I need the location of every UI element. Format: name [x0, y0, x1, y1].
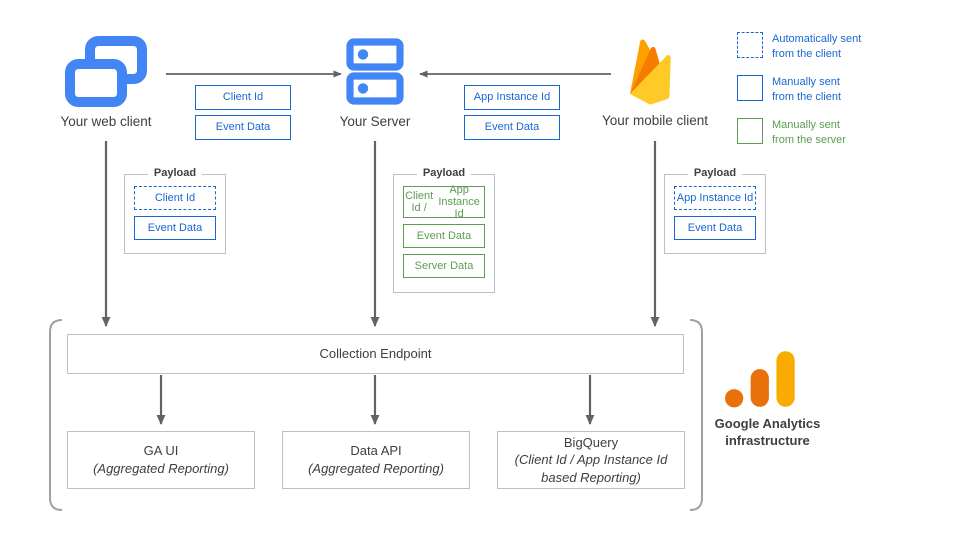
legend-label-line1: Automatically sent [772, 33, 862, 45]
output-title: Data API [350, 443, 402, 459]
output-box-bigquery: BigQuery (Client Id / App Instance Id ba… [497, 431, 685, 489]
output-box-data-api: Data API (Aggregated Reporting) [282, 431, 470, 489]
legend-label-line1: Manually sent [772, 119, 840, 132]
output-subtitle: (Aggregated Reporting) [93, 461, 229, 476]
legend-swatch-solid-blue [737, 75, 763, 102]
legend-label: Manually sent from the client [772, 75, 841, 104]
chip-client-id-app-instance-id: Client Id / App Instance Id [403, 183, 485, 221]
chip-line1: Client Id / [405, 189, 434, 214]
ga-caption-line1: Google Analytics [714, 416, 821, 431]
payload-web-client: Payload Client Id Event Data [124, 167, 226, 254]
payload-title: Payload [687, 167, 743, 179]
transfer-chips-mobile-to-server: App Instance Id Event Data [464, 85, 560, 140]
google-analytics-logo [725, 351, 795, 408]
chip-event-data: Event Data [195, 115, 291, 140]
legend-label-line2: from the client [772, 47, 842, 60]
output-title: BigQuery [563, 434, 619, 450]
chip-app-instance-id: App Instance Id [674, 186, 756, 210]
output-subtitle-line2: based Reporting) [541, 469, 641, 485]
legend-label-line2: from the server [772, 133, 846, 146]
legend: Automatically sent from the client Manua… [737, 32, 937, 147]
chip-event-data: Event Data [403, 224, 485, 248]
chip-client-id: Client Id [134, 186, 216, 210]
chip-event-data: Event Data [464, 115, 560, 140]
legend-label: Automatically sent from the client [772, 32, 861, 61]
legend-label: Manually sent from the server [772, 118, 846, 147]
chip-client-id: Client Id [195, 85, 291, 110]
payload-mobile-client: Payload App Instance Id Event Data [664, 167, 766, 254]
chip-line2: App Instance Id [438, 183, 480, 221]
output-title: GA UI [143, 443, 179, 459]
chip-server-data: Server Data [403, 254, 485, 278]
node-server-label: Your Server [339, 114, 411, 129]
firebase-flame-icon [630, 39, 671, 105]
infrastructure-bracket-left [49, 319, 63, 511]
node-web-client: Your web client [46, 36, 166, 129]
google-analytics-infrastructure: Google Analytics infrastructure [700, 348, 835, 450]
collection-endpoint-box: Collection Endpoint [67, 334, 684, 374]
output-subtitle: (Aggregated Reporting) [308, 461, 444, 476]
legend-swatch-solid-green [737, 118, 763, 145]
chip-event-data: Event Data [134, 216, 216, 240]
ga-infrastructure-caption: Google Analytics infrastructure [700, 416, 835, 450]
chip-event-data: Event Data [674, 216, 756, 240]
windows-icon [65, 36, 147, 107]
output-box-ga-ui: GA UI (Aggregated Reporting) [67, 431, 255, 489]
collection-endpoint-label: Collection Endpoint [319, 346, 432, 362]
node-mobile-client: Your mobile client [585, 33, 725, 128]
transfer-chips-web-to-server: Client Id Event Data [195, 85, 291, 140]
chip-app-instance-id: App Instance Id [464, 85, 560, 110]
legend-item-manually-sent-client: Manually sent from the client [737, 75, 937, 104]
payload-title: Payload [416, 167, 472, 179]
node-web-client-label: Your web client [60, 114, 152, 129]
legend-label-line2: from the client [772, 90, 842, 103]
server-rack-icon [346, 38, 404, 105]
legend-item-manually-sent-server: Manually sent from the server [737, 118, 937, 147]
node-server: Your Server [315, 36, 435, 129]
legend-label-line1: Manually sent [772, 76, 840, 89]
payload-server: Payload Client Id / App Instance Id Even… [393, 167, 495, 293]
legend-swatch-dashed-blue [737, 32, 763, 58]
payload-title: Payload [147, 167, 203, 179]
legend-item-automatically-sent-client: Automatically sent from the client [737, 32, 937, 61]
ga-caption-line2: infrastructure [725, 432, 810, 448]
output-subtitle-line1: (Client Id / App Instance Id [514, 452, 668, 468]
node-mobile-client-label: Your mobile client [601, 113, 709, 128]
